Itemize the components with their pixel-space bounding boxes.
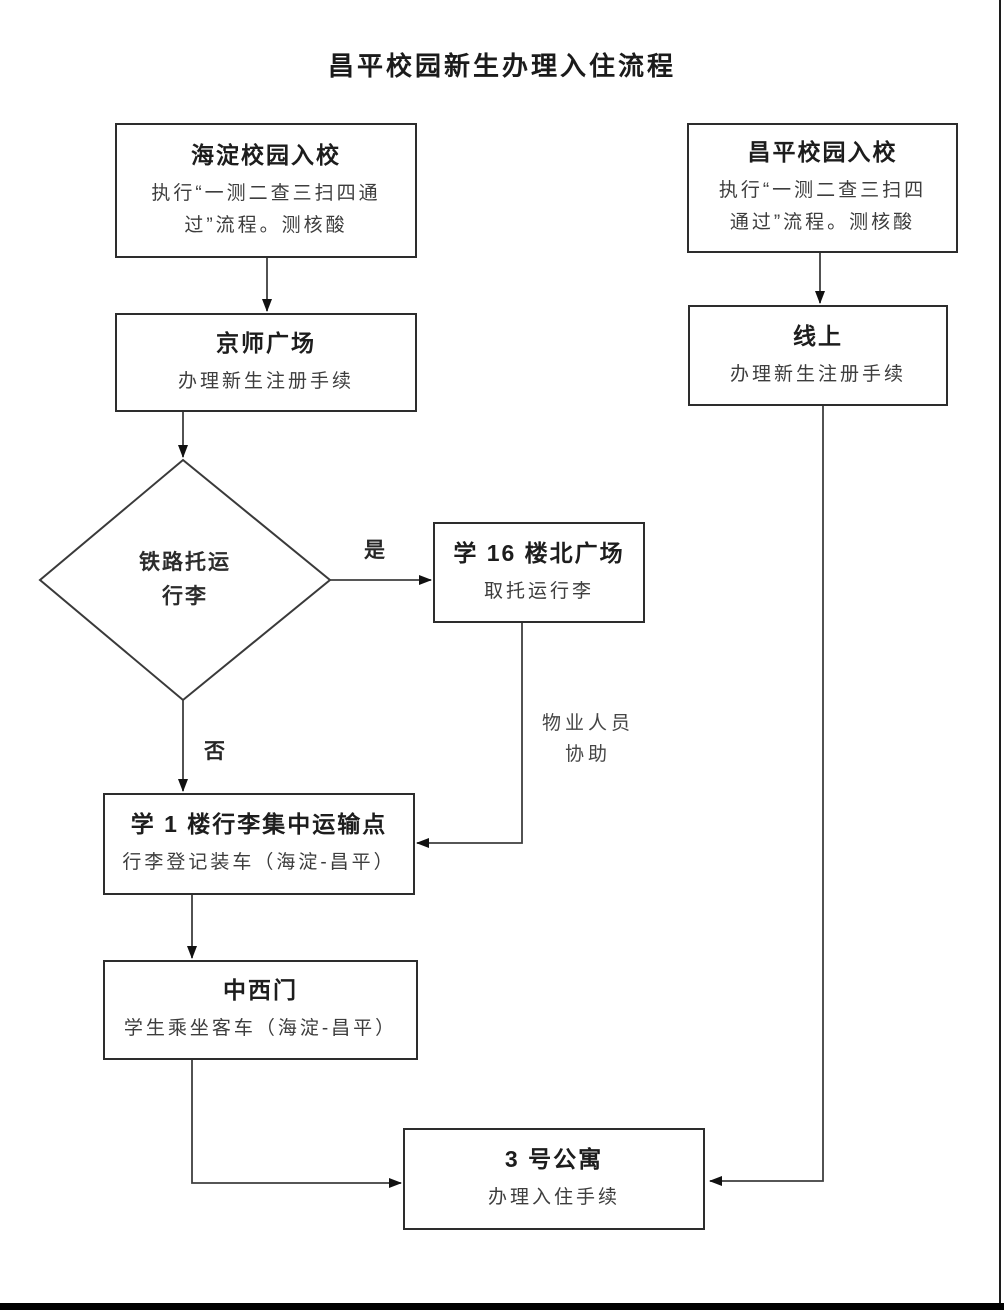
node-haidian-entry: 海淀校园入校 执行“一测二查三扫四通 过”流程。测核酸 <box>115 123 417 258</box>
node-title: 京师广场 <box>216 329 316 356</box>
node-body-line: 学生乘坐客车（海淀-昌平） <box>123 1018 398 1039</box>
connector-xue16-to-xue1 <box>416 623 523 848</box>
node-xue1-transport: 学 1 楼行李集中运输点 行李登记装车（海淀-昌平） <box>103 793 415 895</box>
page-title: 昌平校园新生办理入住流程 <box>327 51 676 81</box>
node-body-line: 执行“一测二查三扫四通 <box>151 182 381 204</box>
node-xue16-plaza: 学 16 楼北广场 取托运行李 <box>433 522 645 623</box>
node-title: 学 16 楼北广场 <box>453 539 625 566</box>
node-body-line: 办理入住手续 <box>487 1187 620 1208</box>
node-body-line: 行李登记装车（海淀-昌平） <box>122 852 396 873</box>
node-zhongximen: 中西门 学生乘坐客车（海淀-昌平） <box>103 960 418 1060</box>
node-online: 线上 办理新生注册手续 <box>688 305 948 406</box>
node-title: 中西门 <box>223 977 298 1003</box>
connector-online-to-apartment3 <box>709 406 824 1186</box>
node-title: 线上 <box>793 322 843 349</box>
node-body-line: 执行“一测二查三扫四 <box>718 180 927 201</box>
edge-label-assist-line: 物业人员 <box>541 713 634 734</box>
decision-label-line: 行李 <box>162 585 208 608</box>
page-right-border <box>999 0 1001 1310</box>
edge-label-yes: 是 <box>364 539 386 562</box>
node-body-line: 取托运行李 <box>483 580 594 602</box>
node-title: 3 号公寓 <box>504 1146 604 1172</box>
decision-label-line: 铁路托运 <box>139 551 231 574</box>
node-body-line: 办理新生注册手续 <box>729 363 906 385</box>
edge-label-assist-line: 协助 <box>564 744 611 765</box>
node-title: 海淀校园入校 <box>191 141 341 168</box>
edge-label-assist: 物业人员 协助 <box>523 708 653 770</box>
node-body-line: 过”流程。测核酸 <box>184 214 348 236</box>
node-title: 学 1 楼行李集中运输点 <box>130 811 388 837</box>
node-jingshi-square: 京师广场 办理新生注册手续 <box>115 313 417 412</box>
decision-label: 铁路托运 行李 <box>85 546 285 614</box>
bottom-bar <box>0 1303 1004 1310</box>
connector-zhongximen-to-apartment3 <box>191 1060 402 1188</box>
node-changping-entry: 昌平校园入校 执行“一测二查三扫四 通过”流程。测核酸 <box>687 123 958 253</box>
node-apartment3: 3 号公寓 办理入住手续 <box>403 1128 705 1230</box>
node-body-line: 办理新生注册手续 <box>177 370 354 392</box>
node-body: 执行“一测二查三扫四 通过”流程。测核酸 <box>719 175 926 239</box>
node-title: 昌平校园入校 <box>747 139 898 165</box>
edge-label-no: 否 <box>204 740 226 763</box>
node-body: 执行“一测二查三扫四通 过”流程。测核酸 <box>151 178 380 242</box>
node-body-line: 通过”流程。测核酸 <box>729 212 916 233</box>
